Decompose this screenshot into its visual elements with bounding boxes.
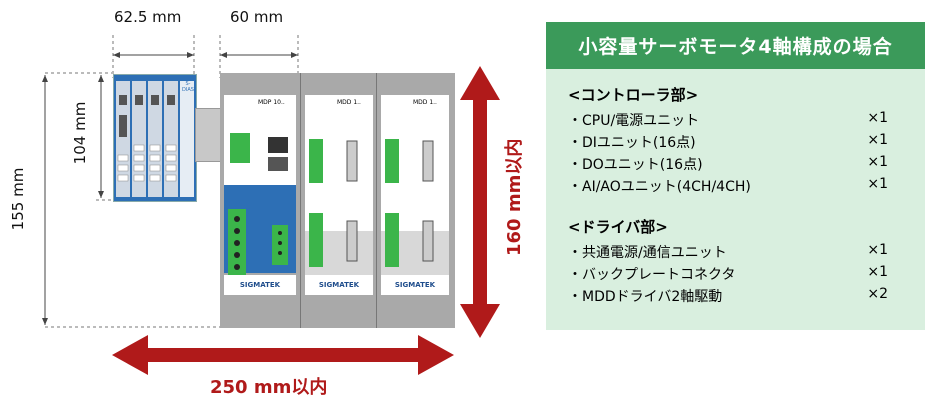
panel-title: 小容量サーボモータ4軸構成の場合 [546, 22, 925, 69]
section-heading-controller: <コントローラ部> [568, 86, 699, 104]
drive-module-2: MDD 1.. SIGMATEK [376, 73, 455, 328]
list-item: ・共通電源/通信ユニット×1 [568, 242, 888, 261]
section-heading-driver: <ドライバ部> [568, 218, 668, 236]
width-arrow-icon [112, 335, 454, 375]
drive1-connectors [309, 139, 358, 267]
height-arrow-icon [460, 66, 500, 338]
io-width-label: 62.5 mm [114, 8, 182, 26]
io-module-graphic [114, 75, 196, 201]
config-panel: 小容量サーボモータ4軸構成の場合 <コントローラ部> ・CPU/電源ユニット×1… [546, 22, 925, 330]
mounting-bracket [195, 108, 223, 162]
drive-width-label: 60 mm [230, 8, 284, 26]
cpu-brand: SIGMATEK [224, 275, 296, 295]
cpu-module: MDP 10.. SIGMATEK [220, 73, 300, 328]
list-item: ・DIユニット(16点)×1 [568, 132, 888, 151]
max-width-label: 250 mm以内 [210, 377, 328, 398]
list-item: ・CPU/電源ユニット×1 [568, 110, 888, 129]
drive1-label: MDD 1.. [337, 99, 361, 106]
io-module-text: S-DIAS [182, 81, 194, 93]
drive2-brand: SIGMATEK [381, 275, 449, 295]
list-item: ・DOユニット(16点)×1 [568, 154, 888, 173]
drive2-label: MDD 1.. [413, 99, 437, 106]
max-height-label: 160 mm以内 [504, 138, 525, 256]
drive2-connectors [385, 139, 434, 267]
list-item: ・バックプレートコネクタ×1 [568, 264, 888, 283]
cpu-label: MDP 10.. [258, 99, 285, 106]
drive-module-1: MDD 1.. SIGMATEK [300, 73, 377, 328]
list-item: ・AI/AOユニット(4CH/4CH)×1 [568, 176, 888, 195]
drive1-brand: SIGMATEK [305, 275, 373, 295]
list-item: ・MDDドライバ2軸駆動×2 [568, 286, 888, 305]
io-module-stack: S-DIAS [113, 74, 197, 202]
cpu-connectors [228, 133, 288, 279]
